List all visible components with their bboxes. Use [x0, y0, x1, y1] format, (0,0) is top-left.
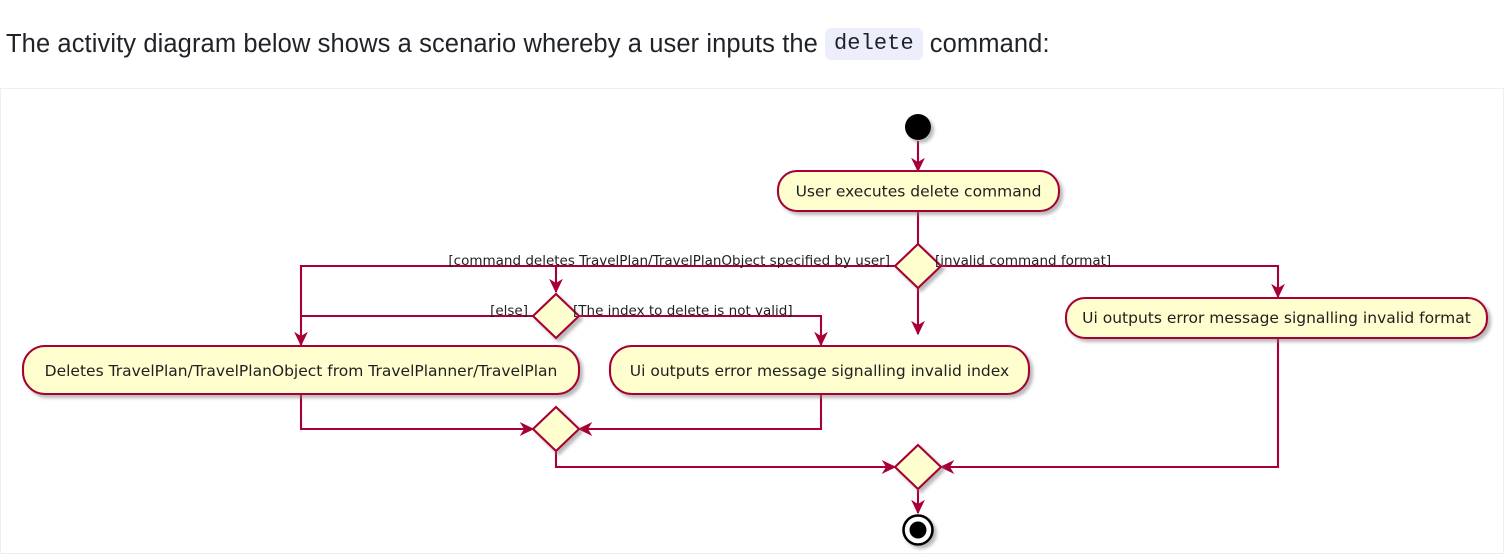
activity-2-label: Deletes TravelPlan/TravelPlanObject from… [45, 362, 558, 380]
edge-activity2-to-merge-inner [299, 394, 535, 436]
decision-index-valid[interactable] [531, 292, 581, 340]
start-node [905, 114, 931, 140]
guard-decision2-right: [The index to delete is not valid] [573, 303, 793, 319]
caption-after: command: [929, 29, 1050, 58]
guard-decision1-right: [invalid command format] [935, 253, 1111, 269]
activity-1-box [776, 169, 1061, 213]
activity-2-box [21, 344, 581, 396]
activity-node-deletes-travelplan[interactable]: Deletes TravelPlan/TravelPlanObject from… [21, 344, 581, 396]
guard-decision2-left: [else] [490, 303, 528, 319]
decision-command-format[interactable] [893, 242, 943, 290]
decision-2-diamond [531, 292, 581, 340]
connector-layer [294, 141, 1285, 515]
merge-outer[interactable] [893, 443, 943, 491]
guard-decision1-left: [command deletes TravelPlan/TravelPlanOb… [448, 253, 890, 269]
edge-activity3-to-merge-inner [577, 394, 823, 436]
activity-diagram-frame: User executes delete command [command de… [0, 88, 1504, 554]
activity-3-box [608, 344, 1031, 396]
merge-inner-diamond [531, 405, 581, 453]
edge-decision1-right [941, 264, 1285, 299]
edge-decision1-left [294, 264, 895, 347]
merge-inner[interactable] [531, 405, 581, 453]
caption-before: The activity diagram below shows a scena… [6, 29, 818, 58]
merge-outer-diamond [893, 443, 943, 491]
activity-node-user-executes-delete-command[interactable]: User executes delete command [776, 169, 1061, 213]
activity-node-ui-invalid-index[interactable]: Ui outputs error message signalling inva… [608, 344, 1031, 396]
caption-text: The activity diagram below shows a scena… [6, 18, 1496, 70]
activity-node-ui-invalid-format[interactable]: Ui outputs error message signalling inva… [1064, 296, 1489, 340]
decision-1-diamond [893, 242, 943, 290]
edge-activity4-to-merge-outer [939, 337, 1280, 474]
end-node [902, 514, 934, 546]
edge-merge-inner-to-merge-outer [554, 452, 897, 474]
activity-3-label: Ui outputs error message signalling inva… [630, 362, 1009, 380]
activity-diagram-svg: User executes delete command [command de… [21, 114, 1489, 546]
delete-code-chip: delete [824, 27, 923, 61]
activity-1-label: User executes delete command [796, 183, 1042, 201]
activity-4-box [1064, 296, 1489, 340]
edge-decision2-right [579, 314, 828, 347]
activity-4-label: Ui outputs error message signalling inva… [1082, 309, 1471, 327]
